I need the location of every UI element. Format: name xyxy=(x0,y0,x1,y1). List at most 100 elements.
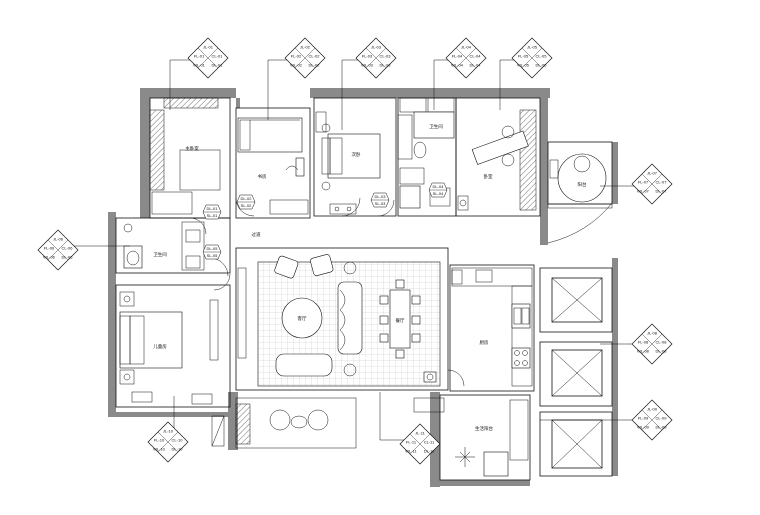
bedroom2-furniture xyxy=(315,111,381,215)
room-label-kitchen: 厨房 xyxy=(480,339,489,346)
material-tag-code: CL-10 xyxy=(172,438,184,443)
door-tag-code: SL-01 xyxy=(207,213,218,218)
material-tag-code: CL-01 xyxy=(212,54,224,59)
material-tag-code: DL-09 xyxy=(656,425,668,430)
door-tag-code: SL-05 xyxy=(207,253,218,258)
room-label-bedroom-3: 卧室 xyxy=(484,173,493,180)
material-tag-code: JL-11 xyxy=(415,431,425,436)
material-tag-code: FL-07 xyxy=(638,180,649,185)
material-tag-code: JL-01 xyxy=(203,45,214,50)
material-tag-code: FL-03 xyxy=(362,54,373,59)
material-tag-code: JL-03 xyxy=(371,45,382,50)
door-tag-code: SL-04 xyxy=(433,191,444,196)
door-swings xyxy=(189,197,465,387)
material-tag-code: DL-07 xyxy=(656,189,668,194)
room-label-guest-bath: 卫生间 xyxy=(153,251,167,258)
material-tag-code: WL-03 xyxy=(361,63,374,68)
room-label-laundry: 生活阳台 xyxy=(475,425,493,432)
material-tag-code: WL-01 xyxy=(193,63,206,68)
laundry-fixtures xyxy=(413,397,529,477)
dining-furniture xyxy=(379,279,421,359)
material-tag-code: FL-11 xyxy=(406,440,417,445)
material-tag-code: CL-05 xyxy=(536,54,548,59)
material-tag-code: DL-06 xyxy=(62,255,74,260)
material-tag-code: WL-06 xyxy=(43,255,56,260)
material-tag-code: WL-11 xyxy=(405,449,417,454)
door-tag-code: DL-05 xyxy=(207,246,219,251)
material-tag-code: WL-02 xyxy=(290,63,303,68)
material-tag-code: WL-08 xyxy=(637,349,650,354)
room-label-bedroom-4: 儿童房 xyxy=(153,343,167,350)
bedroom3-furniture xyxy=(457,109,537,211)
room-label-master-bedroom: 主卧室 xyxy=(185,145,199,152)
material-tag-code: FL-05 xyxy=(518,54,529,59)
material-tag-code: DL-08 xyxy=(656,349,668,354)
door-tag-code: DL-03 xyxy=(375,194,387,199)
material-tag-code: DL-10 xyxy=(172,447,184,452)
material-tag-code: DL-05 xyxy=(536,63,548,68)
bath1-fixtures xyxy=(397,97,455,209)
material-tag-code: FL-06 xyxy=(44,246,55,251)
material-tag-code: DL-02 xyxy=(309,63,321,68)
material-tag-code: CL-06 xyxy=(62,246,74,251)
study-furniture xyxy=(237,117,309,215)
material-tag-code: JL-04 xyxy=(461,45,472,50)
material-tag-code: JL-05 xyxy=(527,45,538,50)
material-tag-code: FL-04 xyxy=(452,54,463,59)
material-tag-code: JL-07 xyxy=(647,171,658,176)
material-tag-code: CL-11 xyxy=(424,440,435,445)
kitchen-fixtures xyxy=(451,267,533,387)
material-tag-code: CL-09 xyxy=(656,416,668,421)
material-tag-code: FL-09 xyxy=(638,416,649,421)
door-tag-code: SL-02 xyxy=(241,203,252,208)
room-label-living: 客厅 xyxy=(298,315,307,322)
door-tag-code: DL-04 xyxy=(433,184,445,189)
material-tag-code: WL-09 xyxy=(637,425,650,430)
guest-bath-fixtures xyxy=(123,221,205,271)
room-label-bath-1: 卫生间 xyxy=(429,123,443,130)
material-tag-code: DL-11 xyxy=(424,449,435,454)
room-label-bedroom-2: 次卧 xyxy=(352,151,361,158)
elevator-shafts xyxy=(551,277,603,469)
material-tag-code: DL-03 xyxy=(380,63,392,68)
material-tag-code: WL-07 xyxy=(637,189,650,194)
door-tag-code: SL-03 xyxy=(375,201,386,206)
material-tag-code: JL-09 xyxy=(647,407,658,412)
room-label-balcony: 阳台 xyxy=(578,181,587,188)
material-tag-code: DL-01 xyxy=(212,63,224,68)
room-label-study: 书房 xyxy=(258,173,267,180)
material-tag-code: FL-01 xyxy=(194,54,205,59)
material-tag-code: JL-08 xyxy=(647,331,658,336)
material-tag-code: FL-10 xyxy=(154,438,165,443)
room-label-corridor: 过道 xyxy=(252,231,261,238)
material-tag-code: FL-08 xyxy=(638,340,649,345)
material-tag-code: CL-02 xyxy=(309,54,321,59)
material-tag-code: CL-04 xyxy=(470,54,482,59)
material-tag-code: CL-08 xyxy=(656,340,668,345)
material-tag-code: CL-03 xyxy=(380,54,392,59)
door-tag-code: DL-02 xyxy=(241,196,253,201)
material-tag-code: JL-02 xyxy=(300,45,311,50)
living-balcony xyxy=(211,397,357,449)
material-tag-code: DL-04 xyxy=(470,63,482,68)
material-tag-code: JL-06 xyxy=(53,237,64,242)
